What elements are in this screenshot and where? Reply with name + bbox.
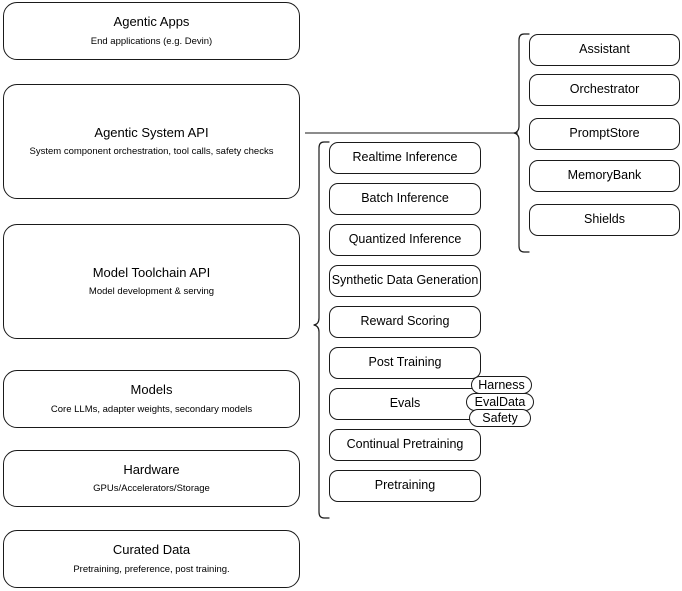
layer-subtitle: System component orchestration, tool cal…: [29, 146, 274, 158]
layer-title: Models: [130, 382, 173, 398]
toolchain-item-label: Batch Inference: [361, 191, 449, 206]
layer-agentic-apps[interactable]: Agentic Apps End applications (e.g. Devi…: [3, 2, 300, 60]
system-item-label: PromptStore: [569, 126, 640, 141]
layer-title: Model Toolchain API: [92, 264, 211, 280]
toolchain-item-quantized-inference[interactable]: Quantized Inference: [329, 224, 481, 256]
eval-badge-label: EvalData: [474, 394, 526, 409]
toolchain-item-label: Synthetic Data Generation: [331, 273, 479, 288]
system-item-label: Shields: [584, 212, 625, 227]
toolchain-item-evals[interactable]: Evals: [329, 388, 481, 420]
system-item-label: Assistant: [579, 42, 630, 57]
toolchain-item-label: Reward Scoring: [360, 314, 450, 329]
layer-subtitle: GPUs/Accelerators/Storage: [93, 483, 210, 495]
toolchain-item-continual-pretraining[interactable]: Continual Pretraining: [329, 429, 481, 461]
toolchain-item-label: Evals: [389, 396, 421, 411]
eval-badge-harness[interactable]: Harness: [471, 376, 532, 394]
layer-title: Hardware: [123, 461, 180, 477]
system-item-label: MemoryBank: [567, 168, 642, 183]
layer-title: Agentic Apps: [113, 14, 190, 30]
toolchain-item-batch-inference[interactable]: Batch Inference: [329, 183, 481, 215]
layer-title: Agentic System API: [94, 124, 209, 140]
eval-badge-label: Safety: [482, 410, 518, 425]
layer-subtitle: Model development & serving: [88, 286, 215, 298]
toolchain-item-realtime-inference[interactable]: Realtime Inference: [329, 142, 481, 174]
toolchain-item-synthetic-data-generation[interactable]: Synthetic Data Generation: [329, 265, 481, 297]
layer-title: Curated Data: [112, 542, 191, 558]
toolchain-item-label: Continual Pretraining: [346, 437, 464, 452]
layer-agentic-system-api[interactable]: Agentic System API System component orch…: [3, 84, 300, 199]
layer-subtitle: End applications (e.g. Devin): [90, 35, 213, 47]
toolchain-item-label: Post Training: [368, 355, 442, 370]
system-item-promptstore[interactable]: PromptStore: [529, 118, 680, 150]
system-item-orchestrator[interactable]: Orchestrator: [529, 74, 680, 106]
eval-badge-safety[interactable]: Safety: [469, 409, 531, 427]
toolchain-item-reward-scoring[interactable]: Reward Scoring: [329, 306, 481, 338]
eval-badge-label: Harness: [478, 377, 525, 392]
system-item-shields[interactable]: Shields: [529, 204, 680, 236]
toolchain-item-label: Realtime Inference: [352, 150, 458, 165]
layer-curated-data[interactable]: Curated Data Pretraining, preference, po…: [3, 530, 300, 588]
toolchain-item-pretraining[interactable]: Pretraining: [329, 470, 481, 502]
system-item-memorybank[interactable]: MemoryBank: [529, 160, 680, 192]
system-item-label: Orchestrator: [569, 82, 640, 97]
layer-hardware[interactable]: Hardware GPUs/Accelerators/Storage: [3, 450, 300, 507]
toolchain-item-label: Pretraining: [374, 478, 436, 493]
toolchain-item-post-training[interactable]: Post Training: [329, 347, 481, 379]
toolchain-item-label: Quantized Inference: [348, 232, 462, 247]
layer-models[interactable]: Models Core LLMs, adapter weights, secon…: [3, 370, 300, 428]
layer-model-toolchain-api[interactable]: Model Toolchain API Model development & …: [3, 224, 300, 339]
layer-subtitle: Pretraining, preference, post training.: [73, 563, 230, 575]
layer-subtitle: Core LLMs, adapter weights, secondary mo…: [50, 403, 253, 415]
system-item-assistant[interactable]: Assistant: [529, 34, 680, 66]
